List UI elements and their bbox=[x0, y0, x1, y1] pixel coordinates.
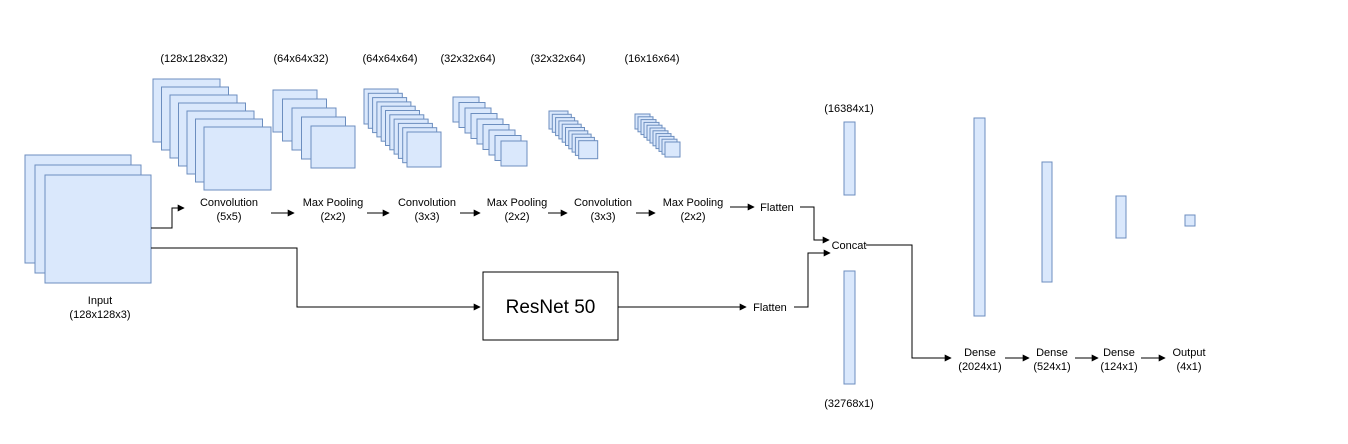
op-2-kernel: (2x2) bbox=[320, 211, 345, 223]
stage-4-shape: (32x32x64) bbox=[440, 53, 495, 65]
output-shape: (4x1) bbox=[1176, 361, 1201, 373]
stage-3-shape: (64x64x64) bbox=[362, 53, 417, 65]
stage-6-shape: (16x16x64) bbox=[624, 53, 679, 65]
dense-1-vector bbox=[973, 117, 986, 317]
dense-3-shape: (124x1) bbox=[1100, 361, 1137, 373]
stage-1-shape: (128x128x32) bbox=[160, 53, 227, 65]
stage-5-feature-map bbox=[578, 140, 599, 160]
dense-2-vector bbox=[1041, 161, 1053, 283]
arrow-flatten-bottom-to-concat bbox=[794, 249, 831, 308]
dense-2-name: Dense bbox=[1036, 347, 1068, 359]
stage-3-feature-map bbox=[406, 131, 442, 168]
arrow-input-to-resnet bbox=[151, 247, 481, 311]
arrow-flatten-top-to-concat bbox=[800, 206, 830, 244]
input-feature-map-stack bbox=[24, 154, 152, 284]
op-5-name: Convolution bbox=[574, 197, 632, 209]
stage-5-shape: (32x32x64) bbox=[530, 53, 585, 65]
op-3-kernel: (3x3) bbox=[414, 211, 439, 223]
input-title: Input bbox=[88, 295, 112, 307]
resnet-50-block bbox=[482, 271, 619, 341]
arrow-input-to-conv1 bbox=[151, 204, 185, 229]
vector-top-shape: (16384x1) bbox=[824, 103, 874, 115]
stage-4-feature-map bbox=[500, 140, 528, 167]
dense-1-name: Dense bbox=[964, 347, 996, 359]
resnet-50-label: ResNet 50 bbox=[506, 297, 596, 318]
flatten-vector-bottom bbox=[843, 270, 856, 385]
dense-1-shape: (2024x1) bbox=[958, 361, 1001, 373]
stage-2-feature-map bbox=[310, 125, 356, 169]
flatten-top-label: Flatten bbox=[760, 202, 794, 214]
op-4-name: Max Pooling bbox=[487, 197, 548, 209]
concat-label: Concat bbox=[832, 240, 867, 252]
vector-bottom-shape: (32768x1) bbox=[824, 398, 874, 410]
op-3-name: Convolution bbox=[398, 197, 456, 209]
output-vector bbox=[1184, 214, 1196, 227]
flatten-bottom-label: Flatten bbox=[753, 302, 787, 314]
op-6-kernel: (2x2) bbox=[680, 211, 705, 223]
op-1-kernel: (5x5) bbox=[216, 211, 241, 223]
dense-2-shape: (524x1) bbox=[1033, 361, 1070, 373]
dense-3-name: Dense bbox=[1103, 347, 1135, 359]
dense-3-vector bbox=[1115, 195, 1127, 239]
op-4-kernel: (2x2) bbox=[504, 211, 529, 223]
op-1-name: Convolution bbox=[200, 197, 258, 209]
feature-map-stacks bbox=[152, 78, 681, 191]
op-5-kernel: (3x3) bbox=[590, 211, 615, 223]
arrow-concat-to-dense1 bbox=[866, 244, 952, 362]
stage-1-feature-map bbox=[203, 126, 272, 191]
input-shape: (128x128x3) bbox=[69, 309, 130, 321]
stage-6-feature-map bbox=[664, 141, 681, 158]
op-2-name: Max Pooling bbox=[303, 197, 364, 209]
output-name: Output bbox=[1172, 347, 1205, 359]
stage-2-shape: (64x64x32) bbox=[273, 53, 328, 65]
flatten-vector-top bbox=[843, 121, 856, 196]
op-6-name: Max Pooling bbox=[663, 197, 724, 209]
